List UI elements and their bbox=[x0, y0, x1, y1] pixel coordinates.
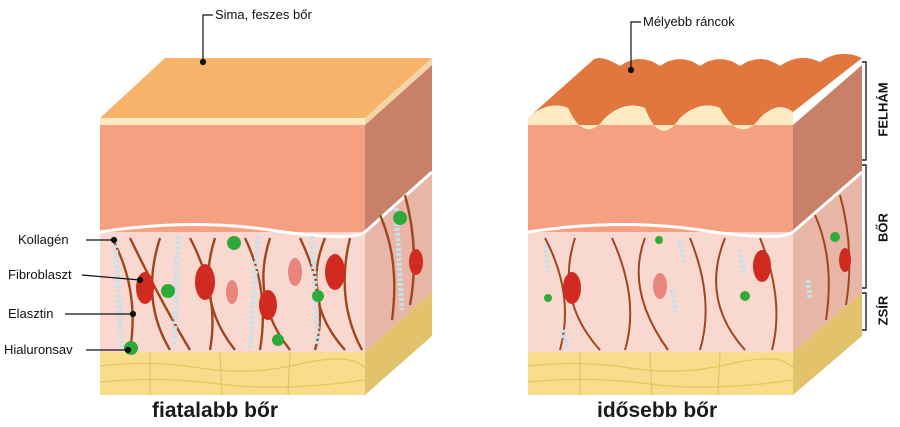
old-wrinkled-surface bbox=[528, 53, 862, 131]
layer-label-epidermis: FELHÁM bbox=[875, 82, 891, 137]
old-fat-cells bbox=[527, 351, 794, 396]
old-epidermis-side bbox=[793, 65, 862, 232]
label-smooth-skin: Sima, feszes bőr bbox=[215, 7, 312, 22]
layer-label-dermis: BŐR bbox=[875, 213, 891, 242]
old-skin-block bbox=[527, 53, 863, 396]
old-hyaluronic-acid bbox=[544, 232, 840, 302]
label-hyaluronic: Hialuronsav bbox=[4, 342, 73, 357]
young-hyaluronic-acid bbox=[124, 211, 407, 355]
old-dermal-junction bbox=[527, 170, 863, 238]
young-fat-front bbox=[100, 352, 365, 395]
young-fat-cells bbox=[99, 351, 366, 396]
bracket-epidermis bbox=[862, 61, 867, 161]
leader-lines bbox=[65, 14, 641, 354]
leader-smooth-skin bbox=[202, 14, 213, 62]
young-skin-block bbox=[99, 58, 434, 396]
young-top-side-edge bbox=[365, 58, 432, 125]
label-deep-wrinkles: Mélyebb ráncok bbox=[643, 14, 735, 29]
old-fat-side bbox=[793, 292, 862, 395]
young-top-surface bbox=[100, 58, 432, 118]
label-collagen: Kollagén bbox=[18, 232, 69, 247]
old-epidermis-front bbox=[528, 125, 793, 232]
caption-old-skin: idősebb bőr bbox=[597, 399, 718, 422]
bracket-dermis bbox=[862, 164, 867, 289]
young-top-edge bbox=[100, 118, 365, 125]
old-elastin-strands bbox=[542, 239, 813, 351]
layer-brackets bbox=[862, 61, 867, 331]
leader-deep-wrinkles bbox=[630, 21, 641, 70]
old-wrinkle-edge bbox=[528, 105, 793, 131]
young-epidermis-front bbox=[100, 125, 365, 232]
label-elastin: Elasztin bbox=[8, 306, 54, 321]
young-fibroblasts bbox=[136, 249, 423, 320]
young-elastin-strands bbox=[112, 207, 405, 349]
caption-young-skin: fiatalabb bőr bbox=[152, 399, 279, 422]
old-fat-front bbox=[528, 352, 793, 395]
leader-fibroblast bbox=[81, 274, 141, 281]
old-fibroblasts bbox=[563, 248, 851, 304]
bracket-fat bbox=[862, 292, 867, 331]
young-fat-side bbox=[365, 292, 432, 395]
young-epidermis-side bbox=[365, 65, 432, 232]
young-dermal-junction bbox=[99, 170, 434, 238]
label-fibroblast: Fibroblaszt bbox=[8, 267, 72, 282]
layer-label-fat: ZSÍR bbox=[875, 295, 891, 326]
